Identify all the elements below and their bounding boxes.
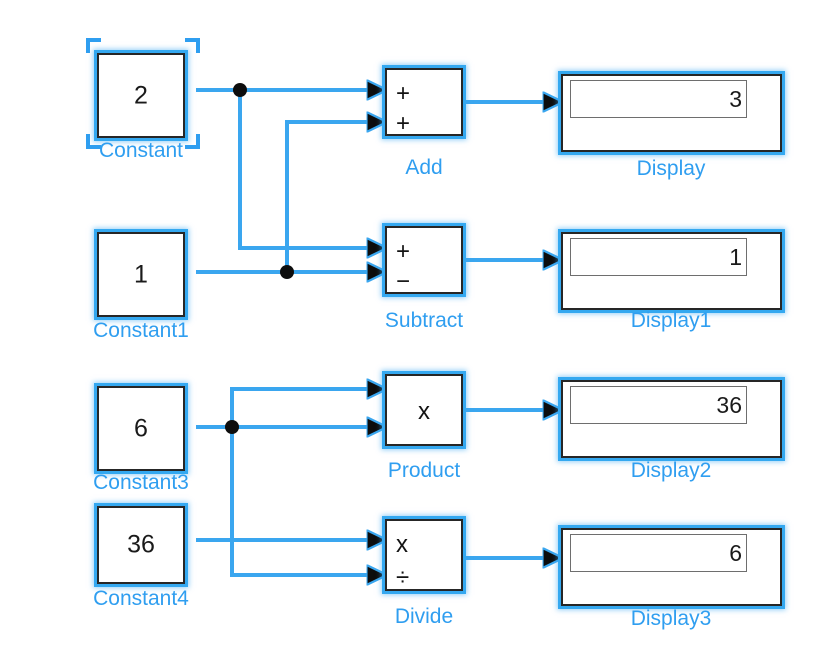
display2-value: 36 — [570, 386, 747, 424]
block-add[interactable]: + + — [385, 68, 463, 136]
add-sign-bottom: + — [396, 110, 411, 137]
block-display1[interactable]: 1 — [561, 232, 782, 310]
label-display3[interactable]: Display3 — [630, 607, 712, 630]
constant-value: 2 — [134, 81, 148, 109]
divide-sign-top: x — [396, 531, 408, 558]
subtract-sign-top: + — [396, 238, 411, 265]
selection-corner-top-left — [86, 38, 101, 53]
label-divide[interactable]: Divide — [394, 605, 454, 628]
block-display3[interactable]: 6 — [561, 528, 782, 606]
constant4-value: 36 — [127, 530, 155, 559]
label-display[interactable]: Display — [636, 157, 706, 180]
block-display[interactable]: 3 — [561, 74, 782, 152]
add-sign-top: + — [396, 80, 411, 107]
block-subtract[interactable]: + − — [385, 226, 463, 294]
block-display2[interactable]: 36 — [561, 380, 782, 458]
constant3-value: 6 — [134, 414, 148, 442]
product-sign: x — [418, 398, 430, 425]
junction-dot-constant3 — [225, 420, 239, 434]
block-constant1[interactable]: 1 — [97, 232, 185, 317]
junction-dot-constant — [233, 83, 247, 97]
block-constant4[interactable]: 36 — [97, 506, 185, 584]
junction-dot-constant1 — [280, 265, 294, 279]
block-constant3[interactable]: 6 — [97, 386, 185, 471]
label-constant1[interactable]: Constant1 — [93, 319, 189, 342]
constant1-value: 1 — [134, 260, 148, 288]
block-divide[interactable]: x ÷ — [385, 519, 463, 591]
label-add[interactable]: Add — [405, 156, 443, 179]
label-display2[interactable]: Display2 — [630, 459, 712, 482]
label-display1[interactable]: Display1 — [630, 309, 712, 332]
label-product[interactable]: Product — [387, 459, 461, 482]
wire-constant3-to-divide-bottom — [230, 427, 386, 575]
label-subtract[interactable]: Subtract — [384, 309, 464, 332]
display3-value: 6 — [570, 534, 747, 572]
label-constant3[interactable]: Constant3 — [93, 471, 189, 494]
selection-corner-top-right — [185, 38, 200, 53]
selection-corner-bottom-left — [86, 134, 101, 149]
display1-value: 1 — [570, 238, 747, 276]
selection-corner-bottom-right — [185, 134, 200, 149]
wire-constant3-to-product-top — [230, 389, 386, 427]
label-constant[interactable]: Constant — [98, 139, 184, 162]
display-value: 3 — [570, 80, 747, 118]
wire-constant1-to-add — [285, 122, 386, 272]
label-constant4[interactable]: Constant4 — [93, 587, 189, 610]
block-constant[interactable]: 2 — [97, 53, 185, 138]
divide-sign-bottom: ÷ — [396, 564, 410, 591]
subtract-sign-bottom: − — [396, 268, 411, 295]
block-product[interactable]: x — [385, 374, 463, 446]
